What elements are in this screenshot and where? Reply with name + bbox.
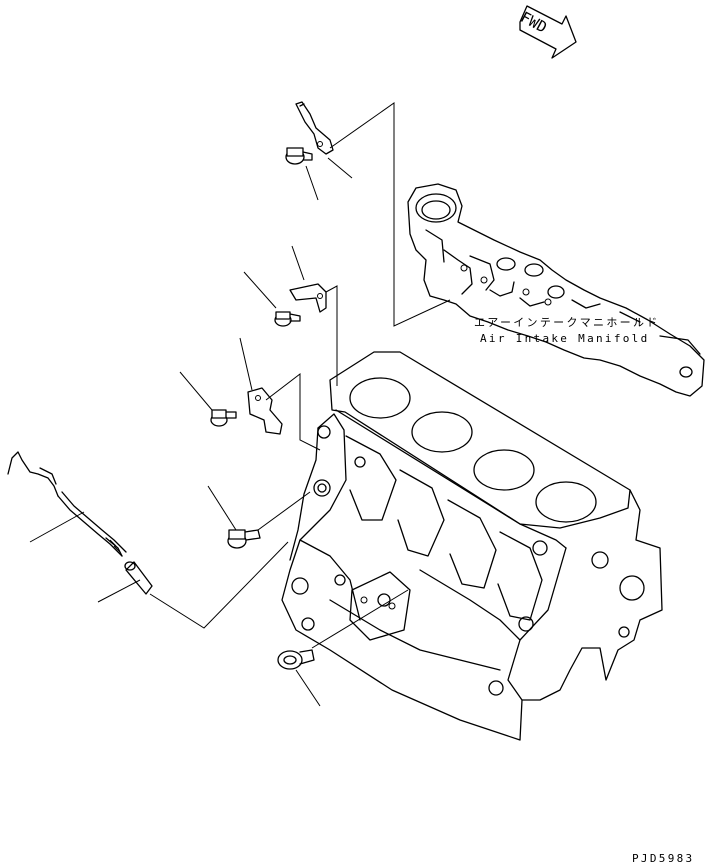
air-intake-manifold-part [407,183,705,397]
lower-bolt-part [210,409,237,427]
middle-bolt-part [274,311,301,327]
fwd-arrow-icon [519,5,577,59]
drawing-number: PJD5983 [632,852,695,865]
dipstick-guide-part [124,561,153,595]
block-bolt-part [227,529,261,549]
manifold-label-en: Air Intake Manifold [480,332,650,345]
oil-pressure-switch-part [277,649,315,670]
lower-bracket-part [247,387,283,435]
dipstick-part [7,451,127,557]
manifold-label-jp: エアーインテークマニホールド [474,316,660,329]
middle-bracket-part [289,283,327,313]
upper-bolt-part [285,147,313,165]
upper-bracket-part [295,101,334,155]
cylinder-block-part [281,351,663,741]
